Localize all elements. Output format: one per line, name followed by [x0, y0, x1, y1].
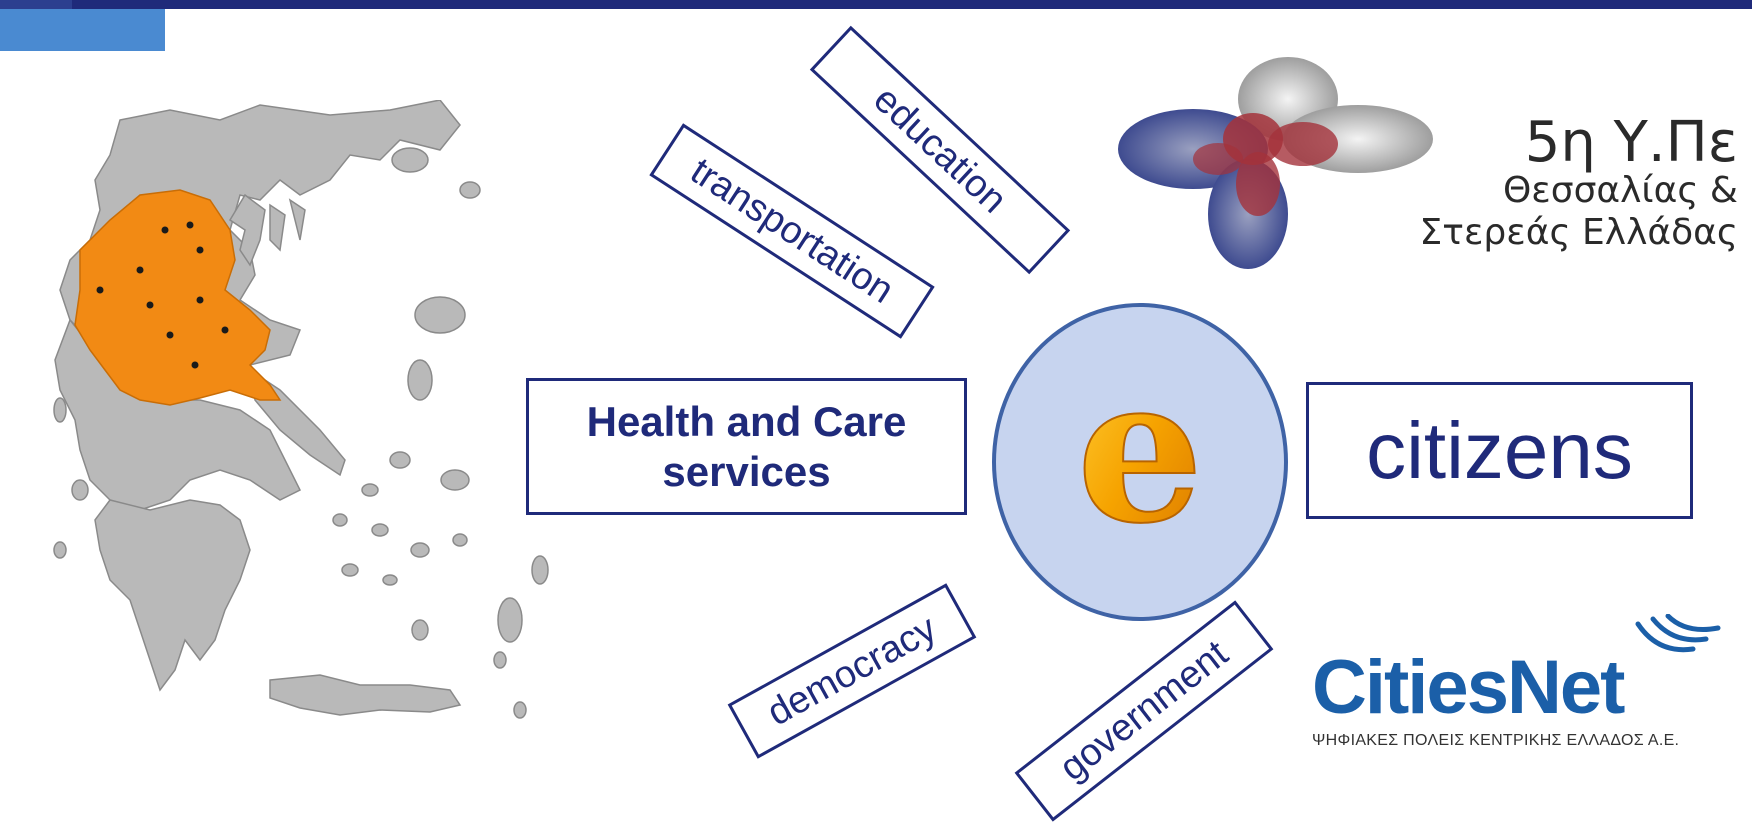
citiesnet-subtitle: ΨΗΦΙΑΚΕΣ ΠΟΛΕΙΣ ΚΕΝΤΡΙΚΗΣ ΕΛΛΑΔΟΣ Α.Ε.	[1312, 732, 1680, 749]
top-bar	[0, 0, 1752, 9]
tag-government: government	[1014, 600, 1274, 822]
logo-5h-line-3: Στερεάς Ελλάδας	[1419, 212, 1738, 253]
greece-map	[53, 100, 549, 719]
center-circle	[992, 303, 1288, 621]
signal-waves-icon	[1635, 614, 1721, 653]
svg-text:e: e	[1076, 370, 1203, 550]
highlighted-region	[74, 189, 282, 406]
citiesnet-name: CitiesNet	[1312, 645, 1625, 730]
tag-transportation: transportation	[649, 123, 935, 339]
tag-democracy: democracy	[727, 583, 977, 759]
logo-citiesnet: CitiesNet ΨΗΦΙΑΚΕΣ ΠΟΛΕΙΣ ΚΕΝΤΡΙΚΗΣ ΕΛΛΑ…	[1300, 614, 1740, 764]
flower-logo-icon	[1118, 57, 1433, 269]
orange-e-icon: e	[1075, 370, 1204, 550]
health-line-2: services	[662, 447, 831, 495]
logo-5h-ype: 5η Υ.Πε Θεσσαλίας & Στερεάς Ελλάδας	[1118, 44, 1752, 274]
health-line-1: Health and Care	[586, 397, 907, 445]
logo-5h-line-2: Θεσσαλίας &	[1502, 170, 1738, 211]
logo-5h-line-1: 5η Υ.Πε	[1524, 110, 1738, 175]
tag-health-care-services: Health and Care services	[526, 378, 967, 515]
corner-blue-block	[0, 9, 165, 51]
tag-citizens: citizens	[1306, 382, 1693, 519]
